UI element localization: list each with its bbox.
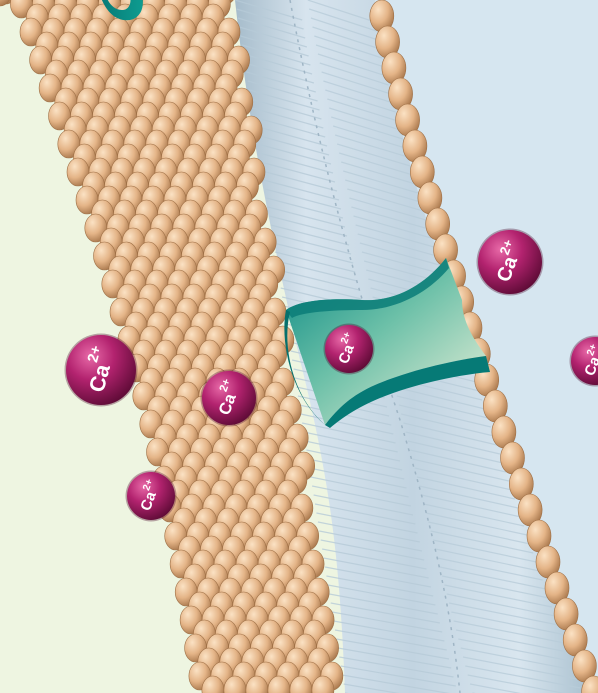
calcium-ion-icon: Ca2+ [324, 324, 375, 375]
calcium-ion-icon: Ca2+ [477, 229, 544, 296]
calcium-ion-icon: Ca2+ [126, 471, 177, 522]
calcium-ion-icon: Ca2+ [201, 370, 258, 427]
calcium-ion-icon: Ca2+ [65, 334, 138, 407]
